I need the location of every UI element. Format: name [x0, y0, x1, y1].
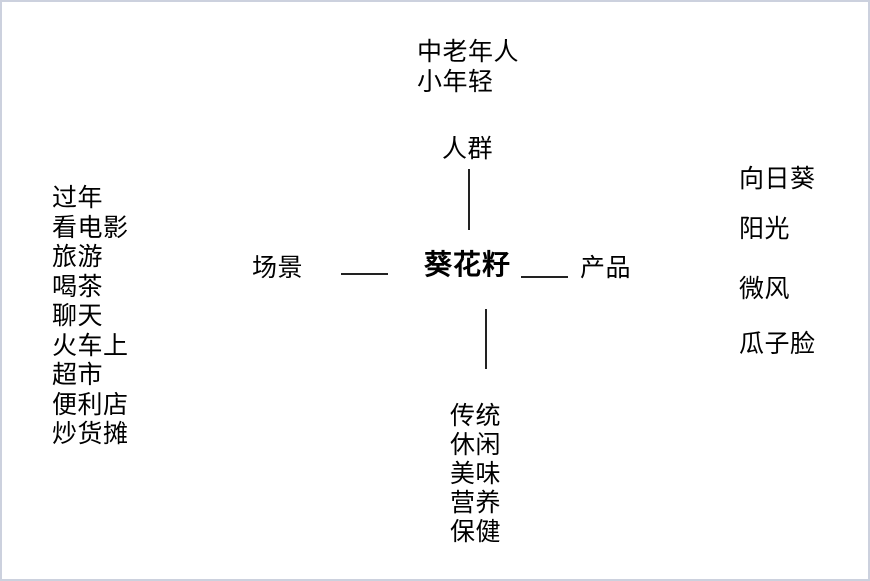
left-branch-items: 过年 看电影 旅游 喝茶 聊天 火车上 超市 便利店 炒货摊: [52, 184, 129, 450]
list-item: 传统: [450, 402, 502, 430]
list-item: 美味: [450, 460, 502, 488]
list-item: 火车上: [52, 331, 129, 360]
list-item: 向日葵: [739, 165, 816, 193]
list-item: 中老年人: [417, 38, 520, 66]
connector-left-line: [341, 273, 388, 275]
bottom-branch-items: 传统 休闲 美味 营养 保健: [450, 402, 501, 547]
right-branch-items: 向日葵 阳光 微风 瓜子脸: [739, 166, 816, 357]
list-item: 旅游: [52, 243, 104, 271]
connector-top-line: [468, 169, 470, 230]
list-item: 休闲: [450, 431, 502, 459]
list-item: 看电影: [52, 213, 129, 242]
top-branch-items: 中老年人 小年轻: [417, 37, 519, 97]
list-item: 阳光: [739, 215, 791, 243]
left-branch-label: 场景: [252, 254, 304, 282]
connector-right-line: [521, 276, 568, 278]
list-item: 超市: [52, 361, 104, 389]
list-item: 保健: [450, 518, 502, 546]
top-branch-label: 人群: [442, 135, 494, 163]
list-item: 便利店: [52, 390, 129, 419]
list-item: 瓜子脸: [739, 330, 816, 358]
list-item: 营养: [450, 489, 502, 517]
list-item: 小年轻: [417, 68, 494, 96]
list-item: 微风: [739, 275, 791, 303]
list-item: 过年: [52, 184, 104, 212]
list-item: 聊天: [52, 302, 104, 330]
center-node: 葵花籽: [424, 249, 512, 280]
connector-bottom-line: [485, 309, 487, 369]
right-branch-label: 产品: [580, 254, 632, 282]
list-item: 炒货摊: [52, 420, 129, 448]
list-item: 喝茶: [52, 272, 104, 301]
